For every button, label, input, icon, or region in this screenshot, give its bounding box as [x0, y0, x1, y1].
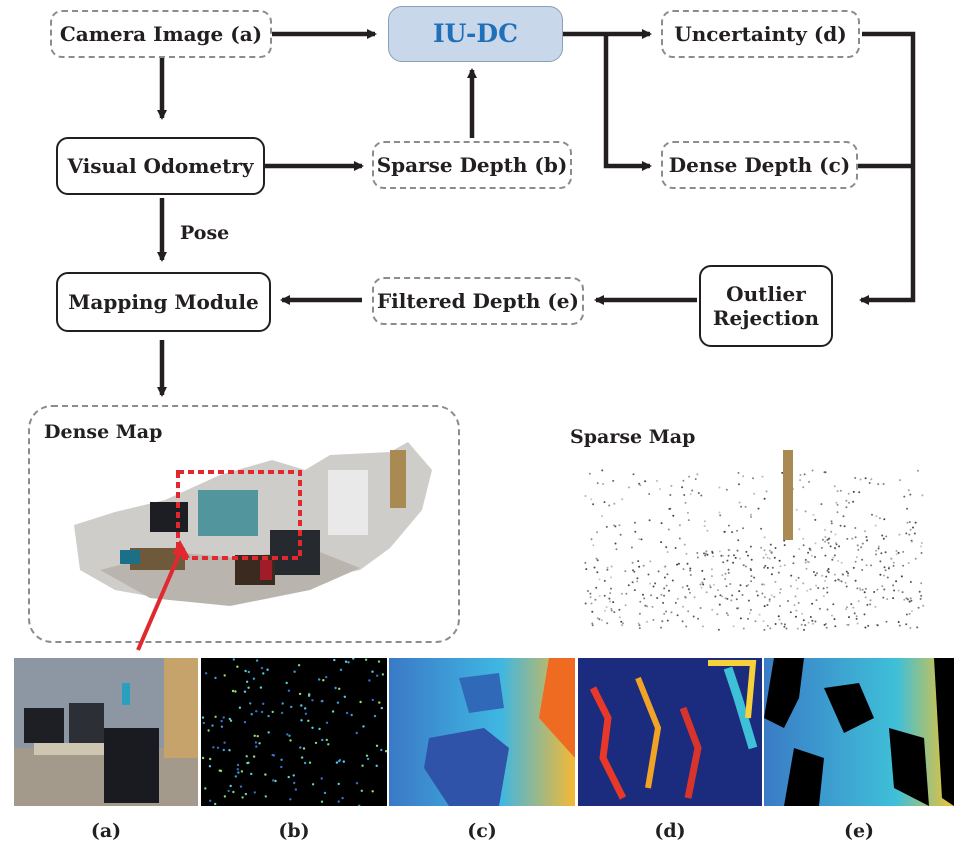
dense-map-frame — [28, 405, 460, 643]
dense-depth-node: Dense Depth (c) — [661, 141, 858, 189]
uncertainty-label: Uncertainty (d) — [674, 22, 847, 46]
camera-image-node: Camera Image (a) — [50, 10, 272, 58]
iu-dc-node: IU-DC — [388, 6, 563, 62]
panel-dense-depth — [389, 658, 575, 806]
caption-d: (d) — [654, 820, 686, 842]
mapping-module-node: Mapping Module — [56, 272, 271, 332]
visual-odometry-node: Visual Odometry — [56, 137, 265, 195]
outlier-rejection-node: Outlier Rejection — [699, 265, 833, 347]
outlier-rejection-label-line2: Rejection — [712, 306, 820, 330]
panel-uncertainty — [578, 658, 762, 806]
zoom-box — [176, 470, 302, 560]
sparse-map-label: Sparse Map — [570, 426, 696, 448]
caption-a: (a) — [90, 820, 122, 842]
uncertainty-node: Uncertainty (d) — [661, 10, 860, 58]
dense-depth-label: Dense Depth (c) — [668, 153, 851, 177]
pointer-arrow — [136, 540, 190, 651]
dense-map-label: Dense Map — [44, 421, 163, 443]
caption-c: (c) — [467, 820, 497, 842]
panel-sparse-depth — [201, 658, 387, 806]
filtered-depth-node: Filtered Depth (e) — [372, 277, 584, 325]
sparse-map-render — [584, 450, 925, 631]
pose-edge-label: Pose — [180, 222, 230, 244]
sparse-depth-node: Sparse Depth (b) — [372, 141, 572, 189]
caption-e: (e) — [843, 820, 875, 842]
iu-dc-label: IU-DC — [432, 19, 518, 48]
panel-camera-photo — [14, 658, 198, 806]
visual-odometry-label: Visual Odometry — [67, 154, 254, 178]
sparse-depth-label: Sparse Depth (b) — [376, 153, 568, 177]
panel-filtered-depth — [764, 658, 954, 806]
camera-image-label: Camera Image (a) — [59, 22, 263, 46]
outlier-rejection-label-line1: Outlier — [726, 282, 806, 306]
filtered-depth-label: Filtered Depth (e) — [376, 289, 579, 313]
caption-b: (b) — [278, 820, 310, 842]
mapping-module-label: Mapping Module — [68, 290, 259, 314]
arrow-iudc-to-dense — [603, 34, 652, 171]
